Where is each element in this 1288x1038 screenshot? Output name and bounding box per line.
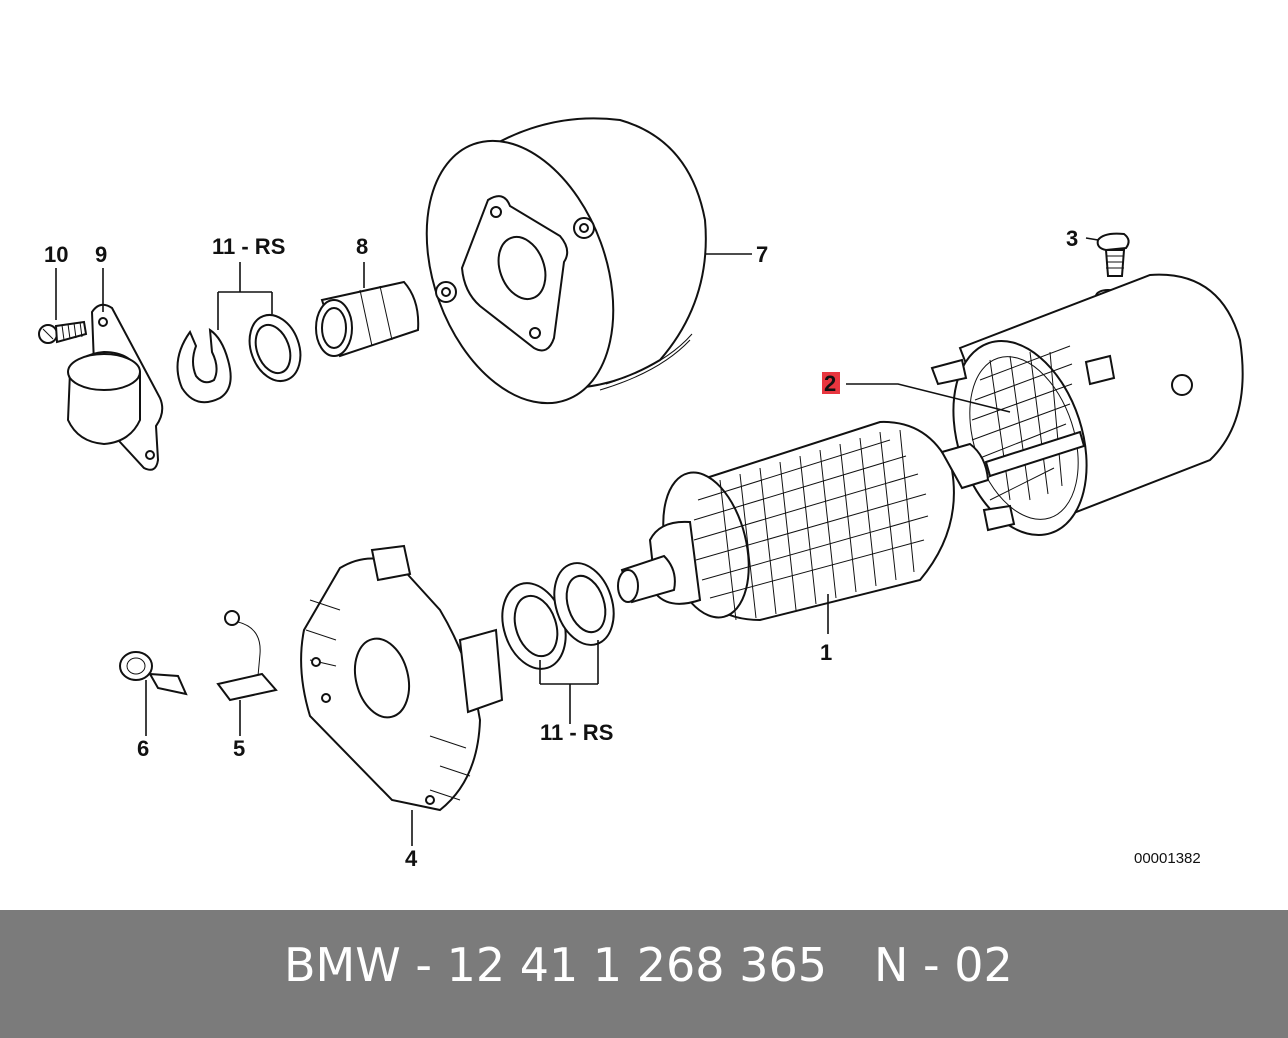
end-housing-part-7	[425, 117, 707, 405]
brush-plate-part-4	[300, 544, 504, 812]
callout-8[interactable]: 8	[356, 234, 368, 259]
position-code-text: N - 02	[874, 938, 1013, 992]
part-number-bar: BMW - 12 41 1 268 365 N - 02	[0, 910, 1288, 1038]
bushing-part-8	[315, 280, 420, 358]
callout-2[interactable]: 2	[824, 371, 836, 396]
bearing-cap-part-9	[66, 303, 164, 471]
callout-9[interactable]: 9	[95, 242, 107, 267]
clip-washer-part-11-top	[176, 314, 302, 404]
parts-diagram: 10 9 11 - RS 8 7 3 2 1 11 - RS 5 6 4 000…	[38, 117, 1244, 871]
callout-7[interactable]: 7	[756, 242, 768, 267]
callout-3[interactable]: 3	[1066, 226, 1078, 251]
part-number-text: BMW - 12 41 1 268 365	[284, 938, 827, 992]
field-housing-part-2	[930, 273, 1244, 537]
spring-part-6	[119, 651, 188, 696]
highlight-marker	[822, 372, 840, 394]
exploded-view-svg: 10 9 11 - RS 8 7 3 2 1 11 - RS 5 6 4 000…	[38, 117, 1244, 871]
callout-11-bottom[interactable]: 11 - RS	[540, 720, 613, 745]
callout-4[interactable]: 4	[405, 846, 418, 871]
armature-part-1	[617, 420, 1086, 622]
callout-1[interactable]: 1	[820, 640, 832, 665]
callout-6[interactable]: 6	[137, 736, 149, 761]
callout-10[interactable]: 10	[44, 242, 68, 267]
carbon-brush-part-5	[216, 610, 278, 702]
washers-part-11-bottom	[501, 562, 615, 670]
screw-part-10	[38, 320, 88, 344]
callout-5[interactable]: 5	[233, 736, 245, 761]
diagram-reference-code: 00001382	[1134, 850, 1201, 867]
callout-11-top[interactable]: 11 - RS	[212, 234, 285, 259]
leader-lines	[55, 237, 1099, 846]
